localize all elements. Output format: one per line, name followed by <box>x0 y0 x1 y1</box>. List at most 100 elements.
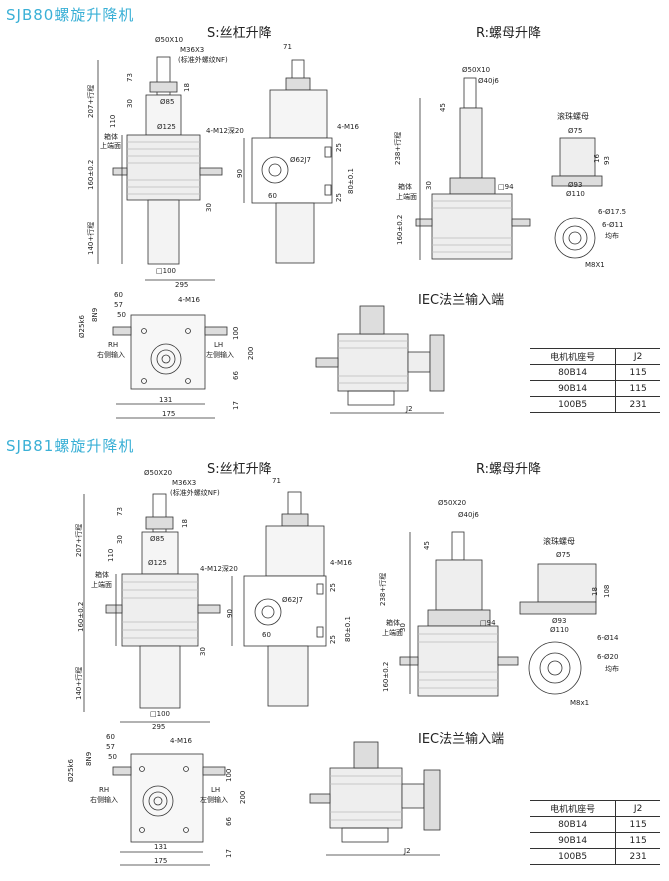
j2-cell: 231 <box>615 848 660 865</box>
r-nut-title: 滚珠螺母 <box>557 112 589 121</box>
r-phi-top: Ø50X10 <box>462 66 491 74</box>
p-n8: 8N9 <box>85 751 93 766</box>
p-dim-66: 66 <box>232 371 240 380</box>
p-lh: LH <box>214 341 224 349</box>
s-travel2: 140+行程 <box>75 666 83 700</box>
j2-cell: 90B14 <box>530 380 617 397</box>
r-box-top: 箱体 <box>386 619 400 627</box>
s-travel: 207+行程 <box>75 523 83 557</box>
p-dim-131: 131 <box>154 843 168 851</box>
s-phi-top: Ø50X10 <box>155 36 184 44</box>
r-section-title: R:螺母升降 <box>476 26 542 41</box>
r-dim-238: 238+行程 <box>394 131 402 165</box>
s-travel: 207+行程 <box>87 84 95 118</box>
p-n8: 8N9 <box>91 307 99 322</box>
r-dim-93: 93 <box>603 156 611 165</box>
p-m16: 4-M16 <box>170 737 192 745</box>
s-travel2: 140+行程 <box>87 221 95 255</box>
p-dim-200: 200 <box>247 346 255 360</box>
j2-cell: 115 <box>615 816 660 833</box>
s-sq100: □100 <box>150 710 170 718</box>
p-dim-100: 100 <box>225 768 233 782</box>
s-thread: M36X3 <box>180 46 205 54</box>
r-sq94: □94 <box>480 619 496 627</box>
p-dim-17: 17 <box>232 401 240 410</box>
p-phi25: Ø25k6 <box>78 315 86 338</box>
s-box-top: 箱体 <box>95 571 109 579</box>
r-phi40: Ø40j6 <box>458 511 479 519</box>
s-dim-80: 80±0.1 <box>344 616 352 642</box>
r-phi93: Ø93 <box>568 181 583 189</box>
p-m16: 4-M16 <box>178 296 200 304</box>
r-dim-30: 30 <box>425 181 433 190</box>
p-dim-295: 295 <box>175 281 189 289</box>
p-dim-175: 175 <box>162 410 176 418</box>
r-phi93: Ø93 <box>552 617 567 625</box>
p-dim-295: 295 <box>152 723 166 731</box>
s-box-top2: 上端面 <box>100 142 121 150</box>
j2-cell: 115 <box>615 364 660 381</box>
j2-header: 电机机座号 <box>530 348 617 365</box>
r-dim-45: 45 <box>423 541 431 550</box>
p-dim-200: 200 <box>239 790 247 804</box>
p-dim-60: 60 <box>114 291 123 299</box>
j2-header: J2 <box>615 348 660 365</box>
r-m8: M8X1 <box>585 261 605 269</box>
j2-cell: 100B5 <box>530 848 617 865</box>
p-rh: RH <box>99 786 110 794</box>
block-sjb81: SJB81螺旋升降机 S:丝杠升降 R:螺母升降 IEC法兰输入端 <box>0 432 669 881</box>
p-lh: LH <box>211 786 221 794</box>
r-phi75: Ø75 <box>568 127 583 135</box>
s-phi62: Ø62J7 <box>282 596 303 604</box>
s-dim-18: 18 <box>183 83 191 92</box>
s-box-top: 箱体 <box>104 133 118 141</box>
s-dim-110: 110 <box>107 548 115 562</box>
p-rh2: 右侧输入 <box>90 796 118 804</box>
iec-section-title: IEC法兰输入端 <box>418 293 505 308</box>
s-dim-60: 60 <box>268 192 277 200</box>
r-even: 均布 <box>605 665 619 673</box>
p-dim-57: 57 <box>106 743 115 751</box>
iec-j2: J2 <box>406 405 413 413</box>
p-dim-66: 66 <box>225 817 233 826</box>
p-lh2: 左侧输入 <box>200 796 228 804</box>
s-m12: 4-M12深20 <box>206 127 244 135</box>
iec-section-title: IEC法兰输入端 <box>418 732 505 747</box>
s-phi85: Ø85 <box>150 535 165 543</box>
p-dim-57: 57 <box>114 301 123 309</box>
r-dim-93: 108 <box>603 584 611 598</box>
p-rh2: 右侧输入 <box>97 351 125 359</box>
j2-cell: 90B14 <box>530 832 617 849</box>
p-dim-131: 131 <box>159 396 173 404</box>
r-phi110: Ø110 <box>550 626 569 634</box>
j2-header: 电机机座号 <box>530 800 617 817</box>
p-dim-17: 17 <box>225 849 233 858</box>
s-thread-note: (标准外螺纹NF) <box>178 56 228 64</box>
s-dim-30b: 30 <box>199 647 207 656</box>
r-phi75: Ø75 <box>556 551 571 559</box>
p-dim-175: 175 <box>154 857 168 865</box>
r-box-top: 箱体 <box>398 183 412 191</box>
block-sjb80: SJB80螺旋升降机 S:丝杠升降 R:螺母升降 IEC法兰输入端 <box>0 0 669 430</box>
s-dim-25b: 25 <box>329 635 337 644</box>
p-rh: RH <box>108 341 119 349</box>
s-phi125: Ø125 <box>157 123 176 131</box>
j2-cell: 115 <box>615 380 660 397</box>
r-m8: M8x1 <box>570 699 590 707</box>
s-dim-71: 71 <box>283 43 292 51</box>
s-thread-note: (标准外螺纹NF) <box>170 489 220 497</box>
j2-cell: 80B14 <box>530 816 617 833</box>
s-phi-top: Ø50X20 <box>144 469 173 477</box>
r-holes2: 6-Ø20 <box>597 653 619 661</box>
s-phi62: Ø62J7 <box>290 156 311 164</box>
r-dim-238: 238+行程 <box>379 572 387 606</box>
j2-cell: 100B5 <box>530 396 617 413</box>
r-dim-45: 45 <box>439 103 447 112</box>
j2-cell: 115 <box>615 832 660 849</box>
block-title: SJB81螺旋升降机 <box>6 437 135 455</box>
s-sq100: □100 <box>156 267 176 275</box>
r-sq94: □94 <box>498 183 514 191</box>
j2-cell: 80B14 <box>530 364 617 381</box>
s-m16: 4-M16 <box>337 123 359 131</box>
